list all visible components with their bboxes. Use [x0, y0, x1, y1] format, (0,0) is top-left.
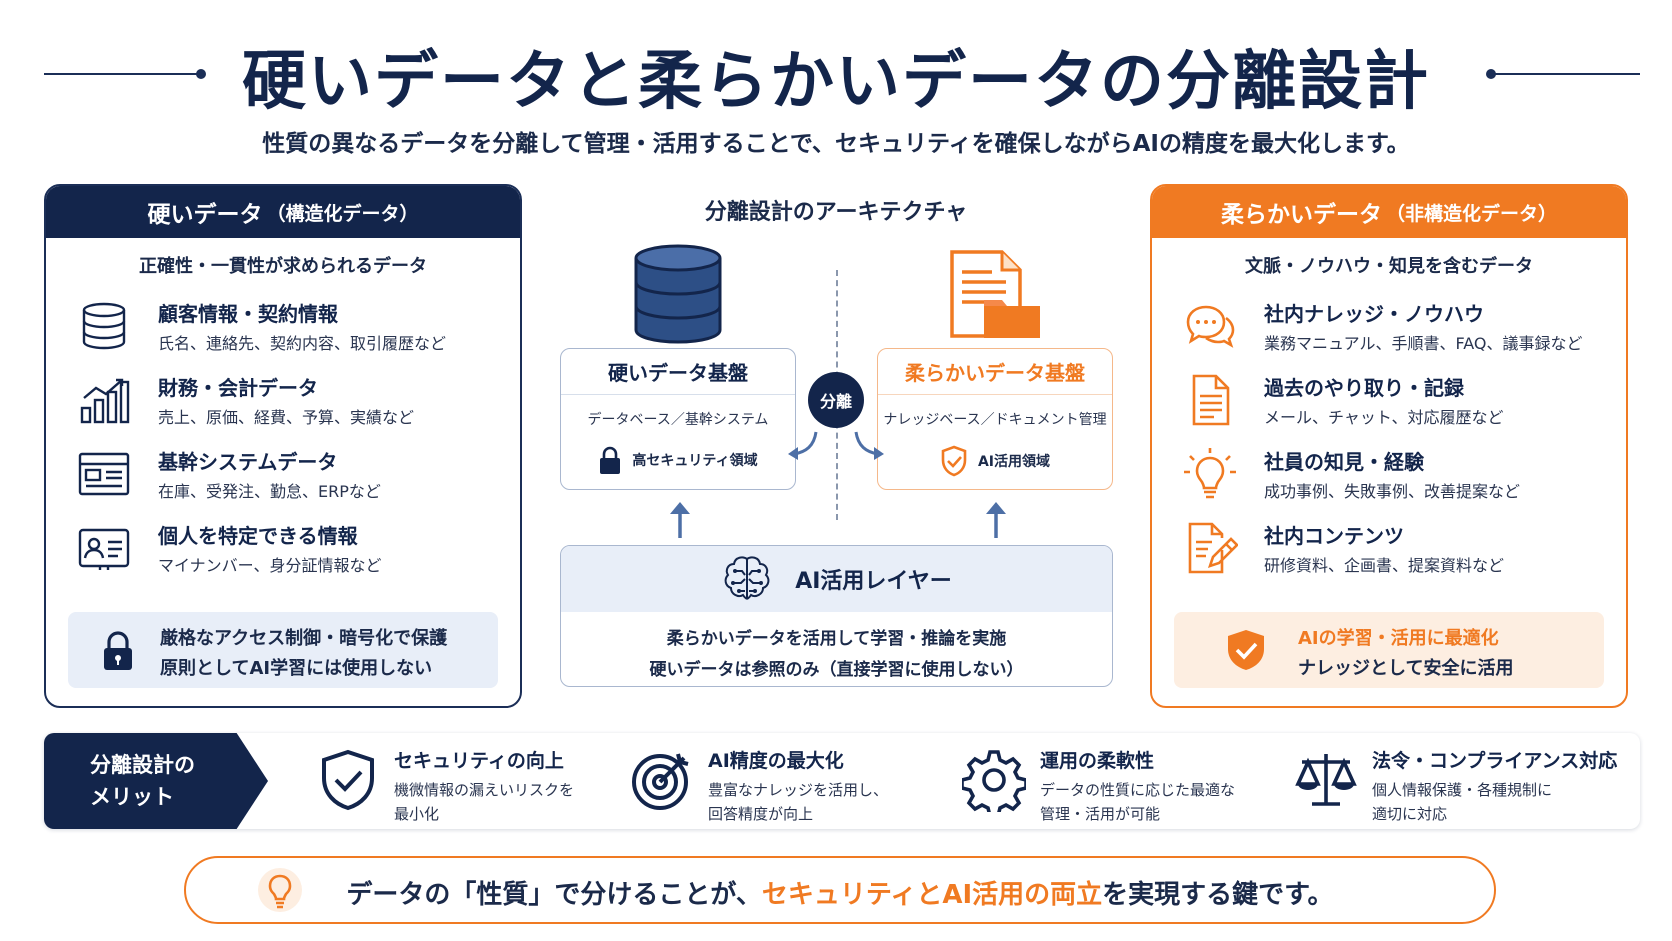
hard-security-note: 厳格なアクセス制御・暗号化で保護 原則としてAI学習には使用しない [68, 612, 498, 688]
soft-data-panel: 柔らかいデータ（非構造化データ） 文脈・ノウハウ・知見を含むデータ 社内ナレッジ… [1150, 184, 1628, 708]
shield-check-icon [1228, 630, 1264, 670]
table-icon [78, 452, 130, 496]
soft-panel-header: 柔らかいデータ（非構造化データ） [1152, 186, 1626, 238]
ai-layer-title: AI活用レイヤー [795, 569, 952, 594]
soft-data-base: 柔らかいデータ基盤 ナレッジベース／ドキュメント管理 AI活用領域 [877, 348, 1113, 490]
id-card-icon [78, 528, 130, 570]
list-item: 社内ナレッジ・ノウハウ 業務マニュアル、手順書、FAQ、議事録など [1152, 294, 1626, 364]
page-subtitle: 性質の異なるデータを分離して管理・活用することで、セキュリティを確保しながらAI… [262, 131, 1410, 157]
lightbulb-icon [1184, 448, 1236, 499]
hard-panel-subtitle: 正確性・一貫性が求められるデータ [139, 256, 427, 277]
ai-zone-label: AI活用領域 [977, 454, 1051, 470]
lock-icon [600, 446, 621, 474]
hard-data-base: 硬いデータ基盤 データベース／基幹システム 高セキュリティ領域 [560, 348, 796, 490]
database-icon [82, 302, 126, 350]
up-arrow-right [986, 502, 1006, 538]
title-line-left [44, 69, 206, 79]
architecture-title: 分離設計のアーキテクチャ [704, 200, 968, 225]
hard-panel-header: 硬いデータ（構造化データ） [46, 186, 520, 238]
ai-layer: AI活用レイヤー 柔らかいデータを活用して学習・推論を実施 硬いデータは参照のみ… [560, 545, 1113, 687]
merits-strip [44, 733, 1640, 829]
key-message-highlight: セキュリティとAI活用の両立 [761, 880, 1103, 910]
edit-document-icon [1188, 522, 1238, 574]
chat-bubbles-icon [1186, 305, 1235, 348]
list-item: 社員の知見・経験 成功事例、失敗事例、改善提案など [1152, 442, 1626, 512]
separation-badge: 分離 [808, 372, 864, 428]
curved-arrows [788, 431, 884, 460]
page-title: 硬いデータと柔らかいデータの分離設計 [242, 45, 1430, 119]
list-item: 個人を特定できる情報 マイナンバー、身分証情報など [46, 516, 520, 586]
lightbulb-icon [258, 868, 302, 912]
hard-data-panel: 硬いデータ（構造化データ） 正確性・一貫性が求められるデータ 顧客情報・契約情報… [44, 184, 522, 708]
merits-label: 分離設計の メリット [44, 733, 268, 829]
scales-icon [1295, 754, 1357, 806]
list-item: 財務・会計データ 売上、原価、経費、予算、実績など [46, 368, 520, 438]
up-arrow-left [670, 502, 690, 538]
list-item: 基幹システムデータ 在庫、受発注、勤怠、ERPなど [46, 442, 520, 512]
key-message: データの「性質」で分けることが、セキュリティとAI活用の両立を実現する鍵です。 [184, 856, 1496, 924]
soft-panel-subtitle: 文脈・ノウハウ・知見を含むデータ [1245, 256, 1533, 277]
gear-icon [962, 750, 1026, 812]
bar-chart-icon [80, 378, 130, 424]
shield-check-icon [322, 749, 374, 811]
brain-circuit-icon [724, 556, 770, 600]
title-line-right [1486, 69, 1640, 79]
list-item: 過去のやり取り・記録 メール、チャット、対応履歴など [1152, 368, 1626, 438]
document-folder-icon [950, 250, 1040, 338]
database-server-icon [634, 244, 722, 344]
ai-layer-line2: 硬いデータは参照のみ（直接学習に使用しない） [649, 660, 1024, 680]
ai-layer-line1: 柔らかいデータを活用して学習・推論を実施 [666, 629, 1007, 649]
list-item: 社内コンテンツ 研修資料、企画書、提案資料など [1152, 516, 1626, 586]
shield-check-icon [941, 445, 967, 477]
soft-ai-note: AIの学習・活用に最適化 ナレッジとして安全に活用 [1174, 612, 1604, 688]
list-item: 顧客情報・契約情報 氏名、連絡先、契約内容、取引履歴など [46, 294, 520, 364]
lock-icon [104, 631, 132, 670]
target-icon [632, 753, 689, 810]
document-icon [1192, 374, 1230, 426]
high-security-zone-label: 高セキュリティ領域 [632, 453, 758, 469]
